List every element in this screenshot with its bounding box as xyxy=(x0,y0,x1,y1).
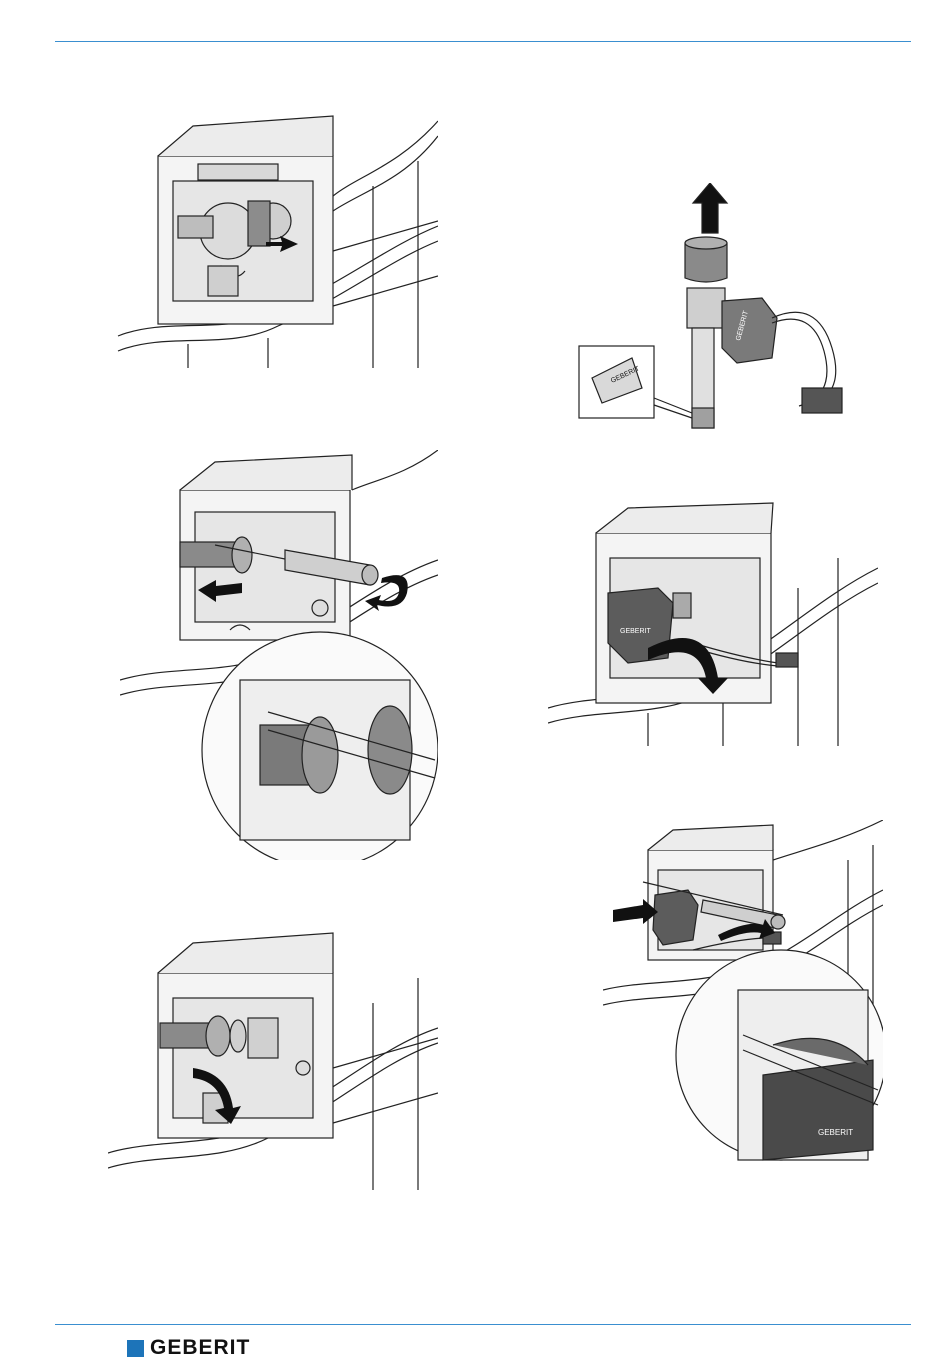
logo-text: GEBERIT xyxy=(150,1336,250,1360)
step1-remove-clip-illustration xyxy=(108,106,438,372)
header-rule xyxy=(55,41,911,42)
geberit-logo: GEBERIT xyxy=(127,1336,250,1360)
step3-screwdriver-illustration xyxy=(120,450,438,860)
logo-square-icon xyxy=(127,1340,144,1357)
step4-insert-unit-illustration: GEBERIT xyxy=(548,498,878,748)
footer-rule xyxy=(55,1324,911,1325)
arrow-up-icon xyxy=(693,183,727,233)
step2-valve-cap-illustration: GEBERIT GEBERIT xyxy=(577,183,862,433)
step5-remove-plug-illustration xyxy=(108,928,438,1193)
unit-brand-label-2: GEBERIT xyxy=(620,628,651,635)
unit-brand-label-3: GEBERIT xyxy=(818,1128,853,1137)
step6-lock-unit-illustration: GEBERIT xyxy=(603,820,883,1170)
